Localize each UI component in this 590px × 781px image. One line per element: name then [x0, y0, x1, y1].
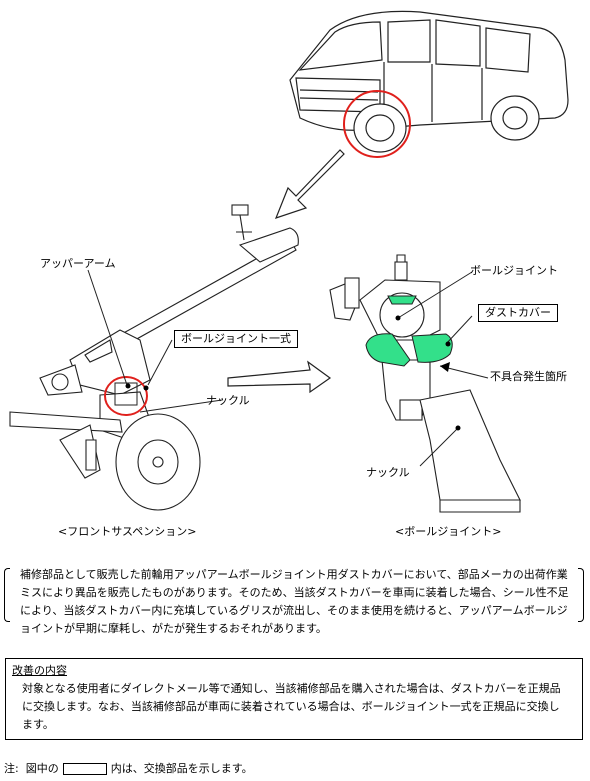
legend-box-sample	[62, 763, 107, 775]
illustration	[9, 10, 569, 513]
caption-ball-joint: <ボールジョイント>	[395, 525, 502, 538]
van-drawing	[289, 10, 569, 153]
label-knuckle-left: ナックル	[206, 394, 250, 407]
footnote-prefix: 注:	[4, 762, 19, 775]
improvement-body: 対象となる使用者にダイレクトメール等で通知し、当該補修部品を購入された場合は、ダ…	[22, 682, 561, 731]
arrow-van-to-suspension	[274, 149, 345, 219]
label-dust-cover: ダストカバー	[478, 304, 558, 322]
dust-cover-highlight	[365, 333, 453, 367]
ball-joint-highlight	[104, 376, 148, 416]
bracket-right	[578, 568, 584, 622]
label-upper-arm: アッパーアーム	[40, 257, 116, 270]
van-wheel-highlight	[343, 90, 411, 158]
leader-lines	[87, 269, 489, 467]
leader-dots	[125, 315, 461, 431]
caption-front-suspension: <フロントサスペンション>	[58, 525, 197, 538]
label-defect-location: 不具合発生箇所	[490, 370, 567, 383]
defect-description-text: 補修部品として販売した前輪用アッパアームボールジョイント用ダストカバーにおいて、…	[20, 568, 569, 635]
label-ball-joint-assy: ボールジョイント一式	[174, 330, 298, 348]
improvement-title: 改善の内容	[12, 664, 67, 677]
footnote: 注: 図中の 内は、交換部品を示します。	[4, 760, 253, 776]
footnote-text-before: 図中の	[25, 762, 59, 775]
defect-description: 補修部品として販売した前輪用アッパアームボールジョイント用ダストカバーにおいて、…	[4, 566, 584, 638]
arrow-suspension-to-detail	[227, 360, 332, 394]
ball-joint-detail-drawing	[329, 254, 521, 513]
ball-joint-top-highlight	[387, 295, 417, 305]
label-knuckle-right: ナックル	[366, 466, 410, 479]
bracket-left	[4, 568, 10, 622]
improvement-box: 改善の内容 対象となる使用者にダイレクトメール等で通知し、当該補修部品を購入され…	[5, 658, 583, 740]
label-ball-joint: ボールジョイント	[470, 264, 558, 277]
front-suspension-drawing	[9, 204, 299, 511]
defect-arrowhead	[440, 362, 450, 372]
footnote-text-after: 内は、交換部品を示します。	[110, 762, 253, 775]
